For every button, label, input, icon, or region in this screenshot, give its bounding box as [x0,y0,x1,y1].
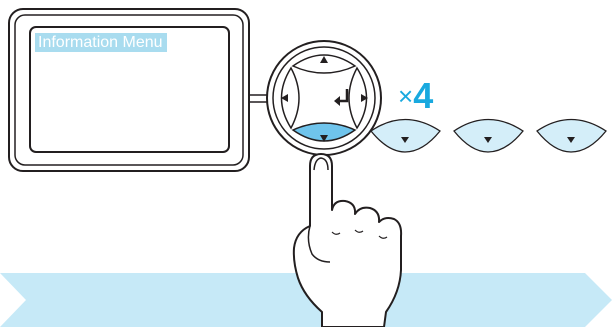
pointing-hand-icon [0,0,612,327]
